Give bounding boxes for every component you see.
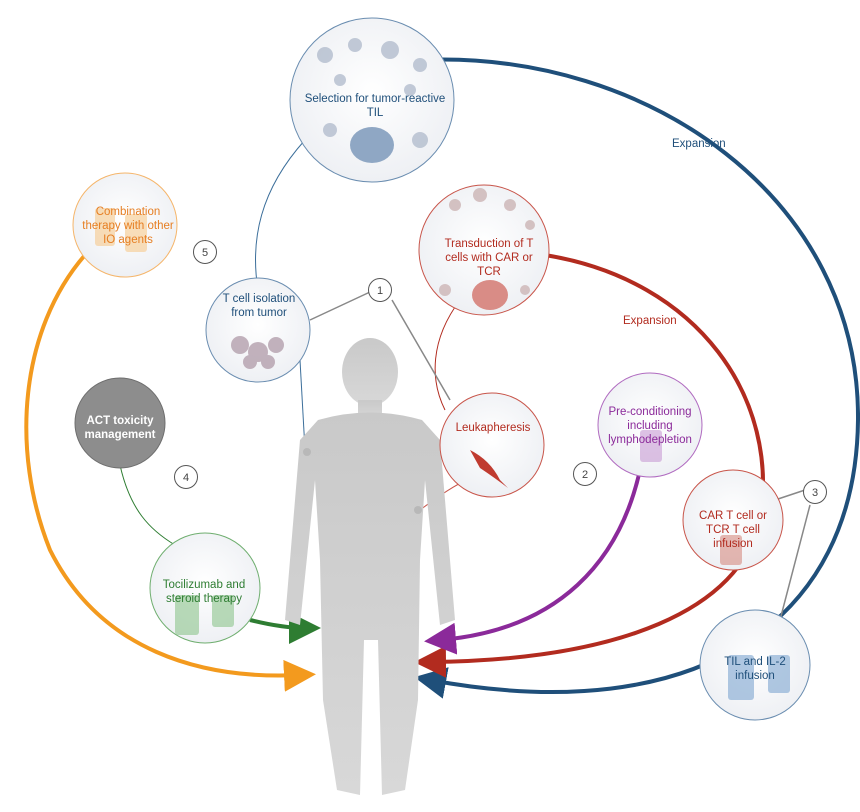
til-expansion-arc [414, 57, 860, 699]
leukapheresis-site [414, 506, 422, 514]
blood-vessel-icon [470, 450, 508, 488]
step-3-badge: 3 [803, 480, 827, 504]
til-infusion-label: TIL and IL-2 infusion [724, 656, 786, 682]
step3-pointer-a [774, 489, 806, 501]
isolation-bubble [205, 277, 311, 383]
step1-pointer-b [391, 299, 451, 401]
car-infusion-label: CAR T cell or TCR T cell infusion [699, 510, 767, 550]
tocilizumab-arrow [249, 611, 321, 644]
step-2-badge: 2 [573, 462, 597, 486]
preconditioning-label: Pre-conditioning including lymphodepleti… [608, 406, 692, 446]
isolation-pointer [299, 359, 306, 451]
car-inner-connector [434, 299, 461, 411]
step-4-badge: 4 [174, 465, 198, 489]
preconditioning-arrow [424, 469, 642, 655]
combination-arrow [24, 253, 316, 692]
car-iv-bag [720, 535, 742, 565]
isolation-label: T cell isolation from tumor [222, 293, 296, 319]
step3-pointer-b [779, 504, 811, 621]
tocilizumab-label: Tocilizumab and steroid therapy [162, 579, 246, 605]
isolation-tissue [231, 336, 284, 369]
combination-label: Combination therapy with other IO agents [82, 206, 174, 246]
til-iv-bags [728, 655, 790, 700]
expansion-outer-label: Expansion [672, 138, 726, 150]
leukapheresis-label: Leukapheresis [455, 422, 531, 434]
car-infusion-bubble [682, 469, 784, 571]
step-1-badge: 1 [368, 278, 392, 302]
act-toxicity-bubble [74, 377, 166, 469]
toxicity-connector [119, 464, 176, 546]
selection-cells [317, 38, 428, 148]
human-silhouette [285, 338, 455, 795]
til-isolation-connector [255, 139, 306, 291]
transduction-bubble [418, 184, 550, 316]
transduction-cells [439, 188, 535, 296]
preconditioning-bubble [597, 372, 703, 478]
selection-label: Selection for tumor-reactive TIL [304, 93, 446, 119]
transduction-label: Transduction of T cells with CAR or TCR [444, 238, 534, 278]
combination-iv-bags [95, 208, 147, 252]
tocilizumab-iv-bags [175, 595, 234, 635]
step1-pointer-a [309, 291, 371, 321]
selection-target-cell [350, 127, 394, 163]
act-toxicity-label: ACT toxicity management [84, 415, 156, 441]
expansion-inner-label: Expansion [623, 315, 677, 327]
preconditioning-iv-bag [640, 430, 662, 462]
transduction-target-cell [472, 280, 508, 310]
step-5-badge: 5 [193, 240, 217, 264]
leukapheresis-bubble [439, 392, 545, 498]
isolation-site [303, 448, 311, 456]
